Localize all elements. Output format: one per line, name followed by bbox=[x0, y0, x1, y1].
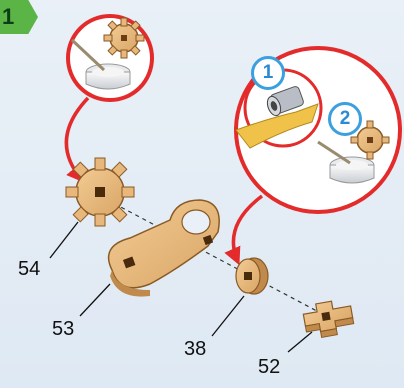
leader-54 bbox=[49, 221, 79, 259]
part-label-38: 38 bbox=[184, 338, 207, 360]
callout-number-2: 2 bbox=[328, 102, 362, 136]
part-54-gear bbox=[65, 157, 135, 227]
bushing-icon bbox=[266, 86, 304, 117]
callout-number-1: 1 bbox=[251, 56, 285, 90]
glue-detail-circle-small bbox=[66, 14, 154, 102]
leader-53 bbox=[79, 283, 111, 317]
glue-detail-circle-large bbox=[234, 46, 402, 214]
part-label-54: 54 bbox=[18, 258, 41, 280]
part-38-spacer bbox=[235, 257, 269, 295]
leader-52 bbox=[287, 331, 313, 353]
part-label-53: 53 bbox=[52, 318, 75, 340]
assembly-axis bbox=[99, 195, 331, 319]
part-52-cross-piece bbox=[302, 300, 355, 339]
part-label-52: 52 bbox=[258, 356, 281, 378]
small-gear-icon bbox=[103, 17, 145, 59]
pot-gear-icon bbox=[350, 120, 390, 160]
red-arrow-to-spacer bbox=[224, 194, 264, 266]
leader-38 bbox=[211, 295, 245, 337]
part-53-crank-plate bbox=[107, 199, 220, 297]
